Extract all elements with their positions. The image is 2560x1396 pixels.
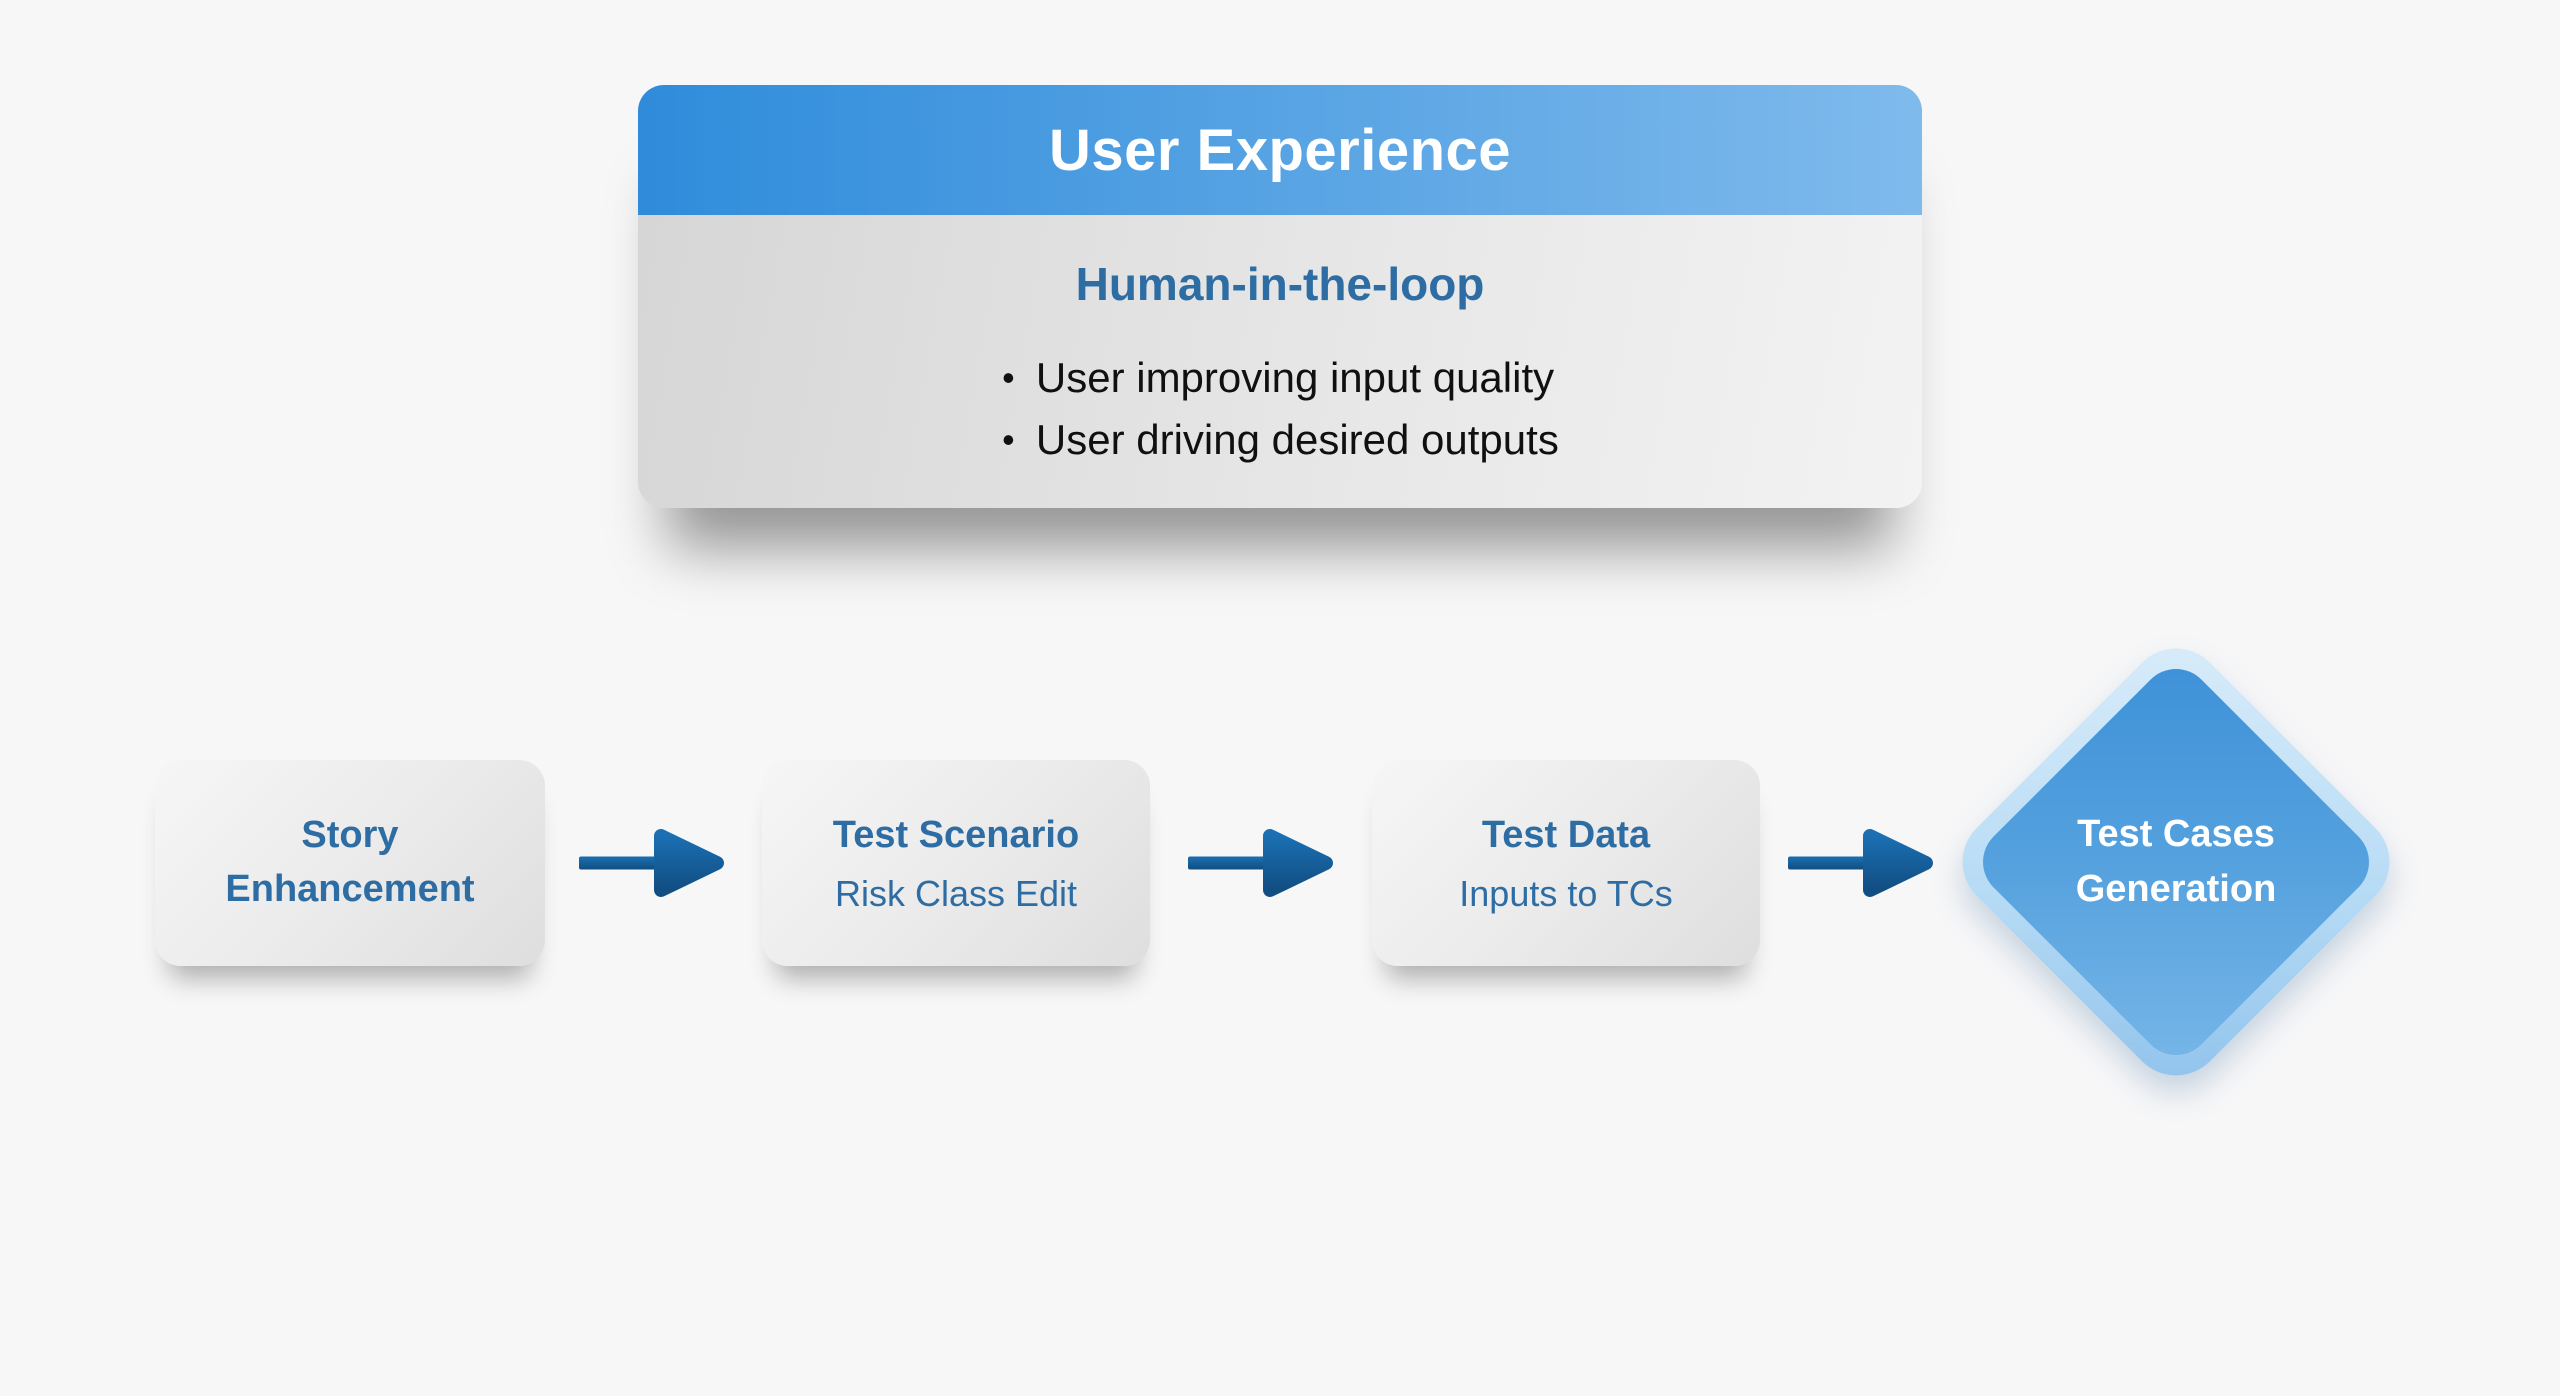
bullet-dot-icon: •: [1002, 357, 1015, 398]
flow-step-test-data: Test Data Inputs to TCs: [1372, 760, 1760, 966]
card-title: User Experience: [1048, 117, 1512, 183]
bullet-dot-icon: •: [1002, 419, 1015, 460]
bullet-list: • User improving input quality • User driv…: [1001, 347, 1559, 471]
bullet-text: User improving input quality: [1035, 354, 1555, 401]
right-arrow-icon: [1788, 829, 1933, 897]
diamond-label: Test Cases Generation: [2075, 812, 2277, 910]
card-header: User Experience: [638, 85, 1922, 215]
user-experience-card: User Experience Human-in-the-loop • User …: [638, 85, 1922, 508]
step-title: Test Data: [1481, 813, 1651, 856]
card-body: Human-in-the-loop • User improving input …: [638, 215, 1922, 508]
flow-step-test-cases-generation: Test Cases Generation: [1942, 628, 2410, 1096]
bullet-item: • User driving desired outputs: [1001, 409, 1559, 471]
step-title: Test Scenario: [832, 813, 1080, 856]
bullet-text: User driving desired outputs: [1035, 416, 1559, 463]
card-subtitle: Human-in-the-loop: [1075, 258, 1485, 310]
bullet-item: • User improving input quality: [1001, 347, 1559, 409]
step-subtitle: Inputs to TCs: [1459, 872, 1673, 914]
step-title: Story Enhancement: [225, 814, 475, 910]
flow-step-story-enhancement: Story Enhancement: [155, 760, 545, 966]
step-subtitle: Risk Class Edit: [834, 872, 1078, 914]
right-arrow-icon: [1188, 829, 1333, 897]
flow-step-test-scenario: Test Scenario Risk Class Edit: [762, 760, 1150, 966]
right-arrow-icon: [579, 829, 724, 897]
